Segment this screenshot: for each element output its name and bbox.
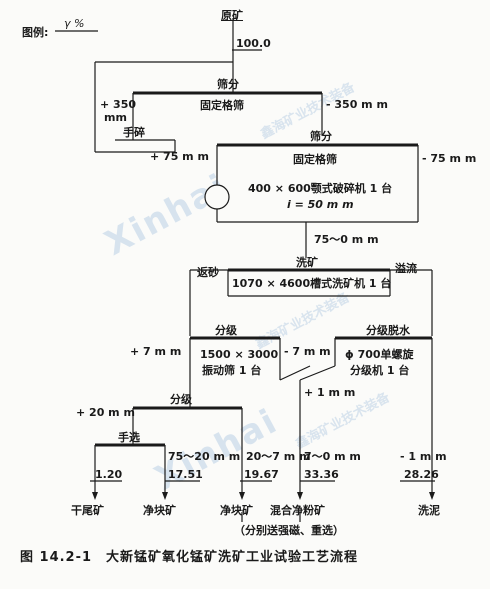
stream-value-5: 28.26 bbox=[404, 468, 439, 481]
screen1-oversize-unit: mm bbox=[104, 111, 127, 124]
arrowhead bbox=[162, 492, 168, 500]
screen2-equip: 固定格筛 bbox=[293, 153, 337, 166]
classify2-oversize: + 20 m m bbox=[76, 406, 135, 419]
crusher-setting: i = 50 m m bbox=[287, 198, 354, 211]
arrowhead bbox=[297, 492, 303, 500]
product-3: 净块矿 bbox=[220, 504, 253, 517]
stream-value-2: 17.51 bbox=[168, 468, 203, 481]
legend-symbol: γ % bbox=[64, 17, 85, 30]
stream-value-4: 33.36 bbox=[304, 468, 339, 481]
arrowhead bbox=[92, 492, 98, 500]
product-2: 净块矿 bbox=[143, 504, 176, 517]
dewater-op: 分级脱水 bbox=[366, 324, 410, 337]
classify-equip2: 振动筛 1 台 bbox=[202, 364, 262, 377]
washer-equip: 1070 × 4600槽式洗矿机 1 台 bbox=[232, 277, 392, 290]
dewater-equip2: 分级机 1 台 bbox=[350, 364, 410, 377]
dewater-fraction: + 1 m m bbox=[304, 386, 356, 399]
stream-size-4: 7～0 m m bbox=[304, 450, 361, 463]
arrowhead bbox=[429, 492, 435, 500]
legend-label: 图例: bbox=[22, 26, 49, 39]
classify-op: 分级 bbox=[215, 324, 237, 337]
stream-value-3: 19.67 bbox=[244, 468, 279, 481]
classify2-op: 分级 bbox=[170, 393, 192, 406]
dewater-fraction-line bbox=[299, 365, 336, 381]
stream-value-1: 1.20 bbox=[95, 468, 123, 481]
return-sand-label: 返砂 bbox=[197, 266, 219, 279]
handsort-size: 75～20 m m bbox=[168, 450, 241, 463]
ore-label: 原矿 bbox=[221, 9, 243, 22]
screen2-oversize: + 75 m m bbox=[150, 150, 209, 163]
screen1-equip: 固定格筛 bbox=[200, 99, 244, 112]
arrowhead bbox=[239, 492, 245, 500]
figure-caption: 图 14.2-1 大新锰矿氧化锰矿洗矿工业试验工艺流程 bbox=[20, 550, 359, 565]
classify-undersize: - 7 m m bbox=[284, 345, 331, 358]
classify-oversize: + 7 m m bbox=[130, 345, 182, 358]
crusher-circle bbox=[204, 184, 230, 210]
wash-op: 洗矿 bbox=[296, 256, 318, 269]
product-1: 干尾矿 bbox=[71, 504, 104, 517]
screen2-undersize: - 75 m m bbox=[422, 152, 477, 165]
classify-under-line bbox=[279, 365, 311, 381]
screen1-op: 筛分 bbox=[217, 78, 239, 91]
screen1-undersize: - 350 m m bbox=[326, 98, 388, 111]
arrowheads bbox=[92, 492, 435, 500]
stream-size-3: 20～7 m m bbox=[246, 450, 311, 463]
dewater-equip1: ϕ 700单螺旋 bbox=[345, 348, 414, 361]
ore-value: 100.0 bbox=[236, 37, 271, 50]
overflow-label: 溢流 bbox=[395, 262, 417, 275]
classify-equip1: 1500 × 3000 bbox=[200, 348, 279, 361]
screen1-oversize: + 350 bbox=[100, 98, 137, 111]
wash-feed-size: 75～0 m m bbox=[314, 233, 379, 246]
handpick-label: 手碎 bbox=[123, 126, 145, 139]
crusher-equip: 400 × 600颚式破碎机 1 台 bbox=[248, 182, 393, 195]
stream-size-5: - 1 m m bbox=[400, 450, 447, 463]
product-5: 洗泥 bbox=[418, 504, 440, 517]
screen2-op: 筛分 bbox=[310, 130, 332, 143]
note-text: （分别送强磁、重选） bbox=[234, 524, 344, 537]
handsort-op: 手选 bbox=[118, 431, 140, 444]
product-4: 混合净粉矿 bbox=[270, 504, 325, 517]
